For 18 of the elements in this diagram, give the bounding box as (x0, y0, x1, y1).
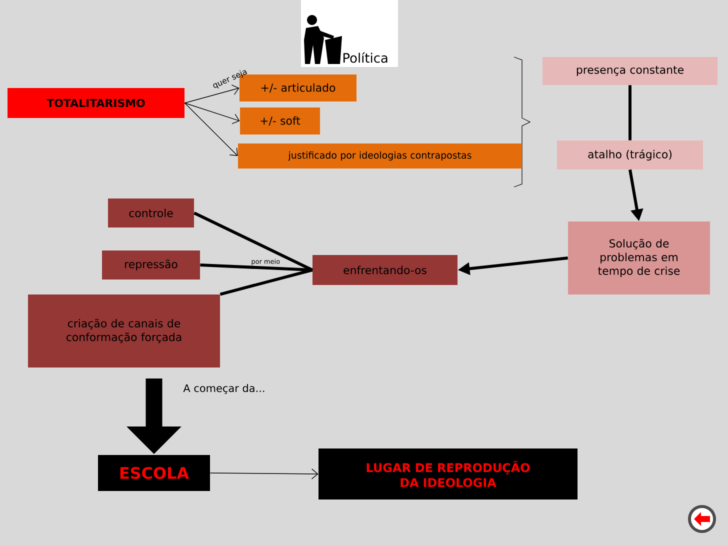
process-box: +/- soft (240, 108, 320, 134)
highlight-box: ESCOLA (98, 455, 210, 491)
process-box: enfrentando-os (312, 255, 458, 285)
picture-caption: Política (343, 52, 388, 63)
process-box: presença constante (542, 57, 718, 85)
process-box: controle (108, 198, 194, 228)
arrow (210, 468, 318, 480)
arrow (184, 84, 240, 104)
title-box: TOTALITARISMO (8, 88, 184, 118)
arrow (184, 102, 238, 156)
process-box: atalho (trágico) (557, 140, 703, 170)
process-box: criação de canais de conformação forçada (28, 294, 220, 368)
process-box: Solução de problemas em tempo de crise (568, 222, 710, 294)
process-box: justificado por ideologias contrapostas (238, 144, 522, 168)
arrow (184, 102, 240, 124)
edge-label: A começar da... (183, 384, 264, 394)
process-box: repressão (102, 250, 200, 280)
highlight-box: LUGAR DE REPRODUÇÃO DA IDEOLOGIA (318, 448, 578, 500)
